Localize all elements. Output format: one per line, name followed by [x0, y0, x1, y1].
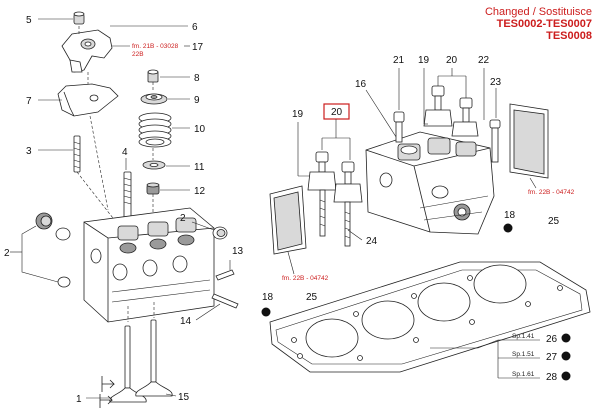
bolt-20b[interactable] [451, 97, 479, 137]
part-11-washer[interactable] [142, 160, 166, 170]
callout-5[interactable]: 5 [26, 15, 32, 26]
left-cylinder-head[interactable] [83, 207, 215, 323]
callout-2-right[interactable]: 2 [180, 213, 186, 224]
callout-28[interactable]: 28 [546, 372, 558, 383]
callout-6[interactable]: 6 [192, 22, 198, 33]
part-2-plug-right[interactable] [212, 226, 228, 240]
part-9-retainer[interactable] [140, 93, 168, 105]
dot-18-left [261, 307, 271, 317]
spec-sp161: Sp.1.61 [512, 371, 535, 378]
part-10-valve-spring[interactable] [138, 112, 172, 148]
header-codes-1: TES0002-TES0007 [496, 18, 592, 30]
callout-16[interactable]: 16 [355, 79, 367, 90]
cover-plate-right[interactable] [509, 103, 549, 179]
part-4-long-stud[interactable] [123, 171, 132, 223]
callout-8[interactable]: 8 [194, 73, 200, 84]
callout-20-right[interactable]: 20 [446, 55, 458, 66]
callout-2-left[interactable]: 2 [4, 248, 10, 259]
ref-fm22b: 22B [132, 51, 144, 58]
callout-18-left[interactable]: 18 [262, 292, 274, 303]
part-1-valve[interactable] [109, 325, 147, 403]
part-7-bracket[interactable] [57, 83, 119, 117]
callout-7[interactable]: 7 [26, 96, 32, 107]
clamp-bolt-a[interactable] [307, 151, 337, 237]
callout-20-highlighted[interactable]: 20 [331, 107, 343, 118]
part-12-valve-seal[interactable] [146, 182, 160, 195]
part-14-stud[interactable] [211, 293, 239, 309]
callout-3[interactable]: 3 [26, 146, 32, 157]
callout-22[interactable]: 22 [478, 55, 490, 66]
part-15-valve[interactable] [135, 319, 173, 397]
header-changed: Changed / Sostituisce [484, 6, 592, 18]
ref-fm22b-left: fm. 22B - 04742 [282, 275, 329, 282]
part-13-stud[interactable] [215, 269, 235, 281]
bolt-22[interactable] [489, 119, 501, 163]
header-codes-2: TES0008 [546, 30, 592, 42]
callout-24[interactable]: 24 [366, 236, 378, 247]
callout-18-right[interactable]: 18 [504, 210, 516, 221]
dot-28 [561, 371, 571, 381]
bolt-21[interactable] [393, 111, 405, 143]
callout-19-left[interactable]: 19 [292, 109, 304, 120]
head-gasket[interactable] [269, 261, 591, 373]
bolt-20a[interactable] [423, 85, 453, 127]
callout-15[interactable]: 15 [178, 392, 190, 403]
part-5-cap[interactable] [73, 11, 85, 25]
clamp-bolt-b[interactable] [333, 161, 363, 247]
callout-27[interactable]: 27 [546, 352, 558, 363]
ref-fm21b: fm. 21B - 03028 [132, 43, 179, 50]
dot-26 [561, 333, 571, 343]
callout-4[interactable]: 4 [122, 147, 128, 158]
dot-18-right [503, 223, 513, 233]
part-3-stud[interactable] [73, 135, 81, 173]
callout-12[interactable]: 12 [194, 186, 206, 197]
callout-21[interactable]: 21 [393, 55, 405, 66]
callout-25-left[interactable]: 25 [306, 292, 318, 303]
callout-11[interactable]: 11 [194, 162, 205, 173]
callout-17[interactable]: 17 [192, 42, 204, 53]
right-cylinder-head[interactable] [365, 131, 495, 235]
part-8-valve-cap[interactable] [147, 69, 159, 83]
cover-plate-left[interactable] [269, 185, 307, 255]
part-6-rocker-arm[interactable] [61, 29, 113, 73]
callout-23[interactable]: 23 [490, 77, 502, 88]
part-2-plug-left[interactable] [35, 212, 71, 288]
callout-9[interactable]: 9 [194, 95, 200, 106]
callout-25-right[interactable]: 25 [548, 216, 560, 227]
highlight-box-20 [323, 103, 350, 120]
callout-26[interactable]: 26 [546, 334, 558, 345]
callout-19-right[interactable]: 19 [418, 55, 430, 66]
ref-fm22b-right: fm. 22B - 04742 [528, 189, 575, 196]
callout-10[interactable]: 10 [194, 124, 206, 135]
callout-14[interactable]: 14 [180, 316, 192, 327]
callout-13[interactable]: 13 [232, 246, 244, 257]
dot-27 [561, 351, 571, 361]
callout-1[interactable]: 1 [76, 394, 82, 405]
spec-sp141: Sp.1.41 [512, 333, 535, 340]
spec-sp151: Sp.1.51 [512, 351, 535, 358]
